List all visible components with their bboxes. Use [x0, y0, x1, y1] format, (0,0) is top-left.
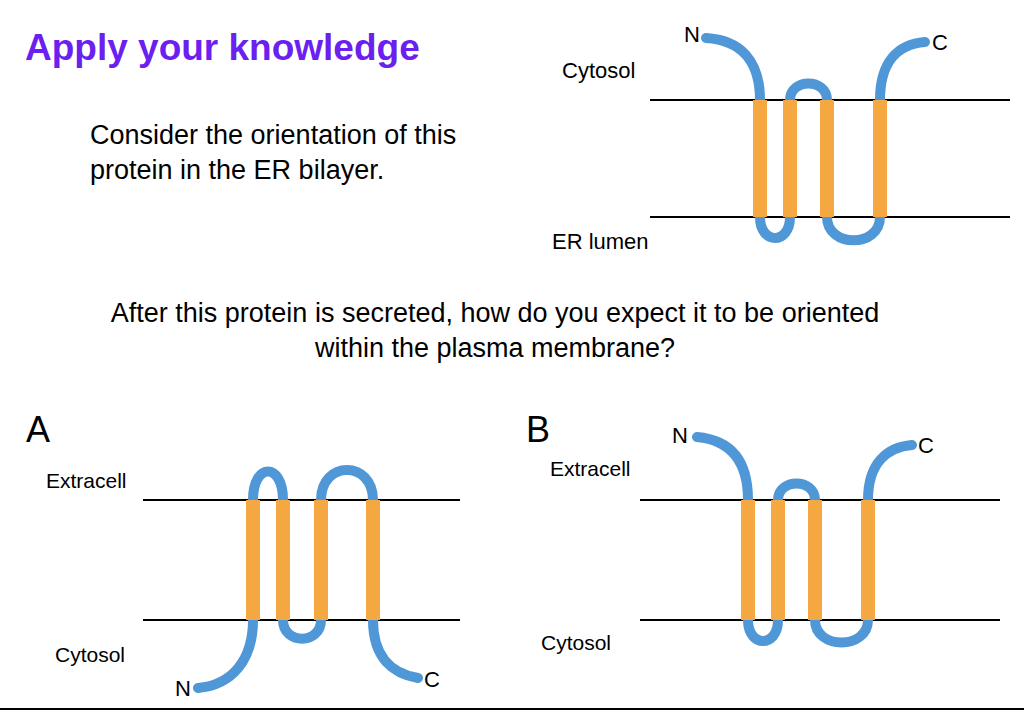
terminus-label: C	[424, 667, 440, 693]
terminus-label: N	[684, 22, 700, 48]
slide-border	[0, 708, 1024, 710]
compartment-label: Cytosol	[55, 642, 125, 667]
compartment-label: Extracell	[550, 456, 631, 481]
compartment-label: ER lumen	[552, 229, 649, 255]
compartment-label: Extracell	[46, 468, 127, 493]
question-text: Consider the orientation of this protein…	[90, 118, 510, 188]
option-letter: A	[26, 408, 50, 451]
compartment-label: Cytosol	[562, 58, 635, 84]
question-text: After this protein is secreted, how do y…	[100, 296, 890, 366]
option-letter: B	[526, 408, 550, 451]
slide-title: Apply your knowledge	[25, 26, 420, 70]
terminus-label: N	[175, 676, 191, 702]
terminus-label: N	[672, 423, 688, 449]
terminus-label: C	[918, 433, 934, 459]
compartment-label: Cytosol	[541, 630, 611, 655]
terminus-label: C	[932, 30, 948, 56]
